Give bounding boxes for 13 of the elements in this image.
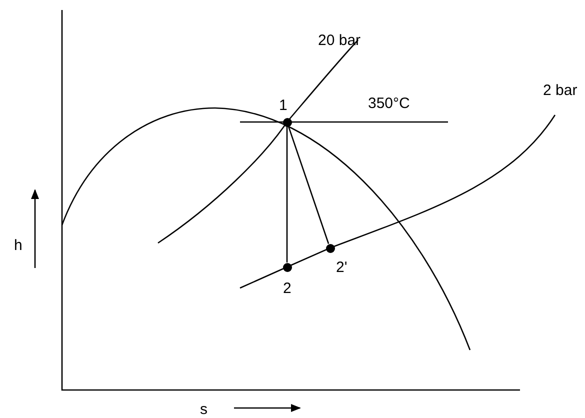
axis-label: s	[200, 402, 208, 417]
process-line	[286, 126, 288, 262]
process-line	[288, 126, 330, 244]
point-label: 2'	[336, 260, 348, 275]
point-label: 2	[283, 281, 292, 296]
isotherm-label: 350°C	[368, 96, 410, 111]
state-point	[326, 244, 334, 252]
state-point	[282, 118, 292, 126]
point-label: 1	[279, 98, 288, 113]
axis-label: h	[14, 238, 22, 253]
state-point	[282, 262, 292, 272]
isobar-label: 2 bar	[543, 83, 578, 98]
isobar-label: 20 bar	[318, 33, 361, 48]
